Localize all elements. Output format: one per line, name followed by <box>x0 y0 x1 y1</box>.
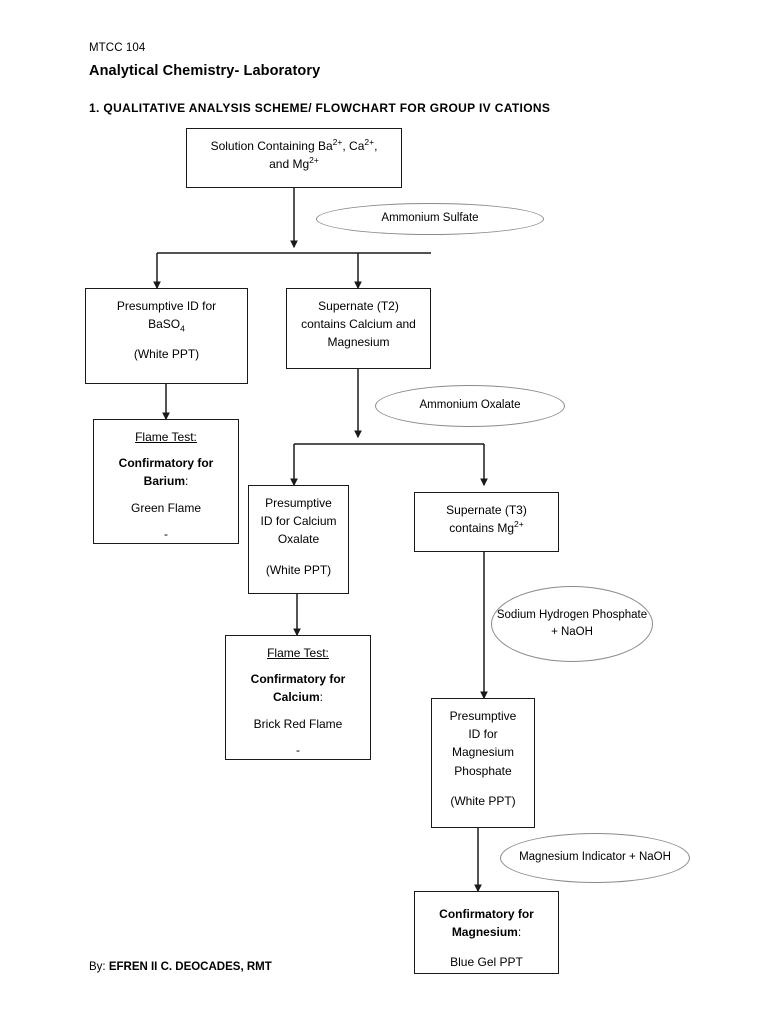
node-calcium-oxalate-line-3: Oxalate <box>277 532 320 547</box>
node-flame-calcium-dash: - <box>296 742 300 757</box>
node-baso4-line-2: BaSO4 <box>148 317 185 334</box>
node-calcium-oxalate-line-4: (White PPT) <box>265 562 332 577</box>
node-magnesium-phosphate[interactable]: Presumptive ID for Magnesium Phosphate (… <box>431 698 535 828</box>
node-flame-barium-line-3: Barium: <box>143 474 189 489</box>
node-flame-barium-result: Green Flame <box>130 500 202 515</box>
page-title: Analytical Chemistry- Laboratory <box>89 63 321 79</box>
node-flame-calcium-line-2: Confirmatory for <box>250 672 346 687</box>
reagent-magnesium-indicator-label: Magnesium Indicator + NaOH <box>519 851 671 864</box>
node-confirm-mg-line-2: Magnesium: <box>451 925 522 940</box>
section-heading: 1. QUALITATIVE ANALYSIS SCHEME/ FLOWCHAR… <box>89 101 551 115</box>
credit-prefix: By: <box>89 961 109 973</box>
credit-name: EFREN II C. DEOCADES, RMT <box>108 961 272 973</box>
node-flame-barium-label: Flame Test: <box>135 430 197 444</box>
node-t3-line-1: Supernate (T3) <box>446 503 527 517</box>
node-flame-calcium-result: Brick Red Flame <box>253 716 343 731</box>
node-baso4[interactable]: Presumptive ID for BaSO4 (White PPT) <box>85 288 248 384</box>
node-calcium-oxalate[interactable]: Presumptive ID for Calcium Oxalate (Whit… <box>248 485 349 594</box>
reagent-ammonium-sulfate[interactable]: Ammonium Sulfate <box>316 203 544 235</box>
node-baso4-line-3: (White PPT) <box>133 347 200 362</box>
reagent-magnesium-indicator[interactable]: Magnesium Indicator + NaOH <box>500 833 690 883</box>
node-confirmatory-magnesium[interactable]: Confirmatory for Magnesium: Blue Gel PPT <box>414 891 559 974</box>
node-t2-line-3: Magnesium <box>327 335 390 350</box>
node-t3-line-2: contains Mg2+ <box>449 519 524 536</box>
node-t2-line-2: contains Calcium and <box>301 317 416 332</box>
node-flame-barium-line-2: Confirmatory for <box>118 456 214 471</box>
node-confirm-mg-line-1: Confirmatory for <box>439 907 534 921</box>
reagent-ammonium-sulfate-label: Ammonium Sulfate <box>381 212 479 225</box>
node-confirm-mg-result: Blue Gel PPT <box>450 955 523 970</box>
node-mg-phosphate-line-2: ID for <box>468 727 498 742</box>
node-mg-phosphate-line-4: Phosphate <box>454 763 512 778</box>
reagent-sodium-hydrogen-phosphate[interactable]: Sodium Hydrogen Phosphate + NaOH <box>491 586 653 662</box>
node-flame-barium-dash: - <box>164 526 168 541</box>
reagent-ammonium-oxalate[interactable]: Ammonium Oxalate <box>375 385 565 427</box>
node-flame-test-barium[interactable]: Flame Test: Confirmatory for Barium: Gre… <box>93 419 239 544</box>
author-credit: By: EFREN II C. DEOCADES, RMT <box>89 961 272 973</box>
node-start-line-1: Solution Containing Ba2+, Ca2+, <box>210 137 378 153</box>
reagent-ammonium-oxalate-label: Ammonium Oxalate <box>419 399 521 412</box>
node-calcium-oxalate-line-2: ID for Calcium <box>260 514 337 529</box>
reagent-sodium-hydrogen-phosphate-label: Sodium Hydrogen Phosphate + NaOH <box>496 608 648 638</box>
node-baso4-line-1: Presumptive ID for <box>116 299 217 313</box>
node-flame-calcium-line-3: Calcium: <box>272 690 324 705</box>
node-start-solution[interactable]: Solution Containing Ba2+, Ca2+, and Mg2+ <box>186 128 402 188</box>
node-t2-line-1: Supernate (T2) <box>318 299 399 313</box>
node-flame-test-calcium[interactable]: Flame Test: Confirmatory for Calcium: Br… <box>225 635 371 760</box>
node-mg-phosphate-line-1: Presumptive <box>449 709 517 723</box>
node-calcium-oxalate-line-1: Presumptive <box>265 496 332 510</box>
node-mg-phosphate-line-3: Magnesium <box>451 745 515 760</box>
node-start-line-2: and Mg2+ <box>269 155 319 172</box>
node-supernate-t2[interactable]: Supernate (T2) contains Calcium and Magn… <box>286 288 431 369</box>
course-code: MTCC 104 <box>89 42 146 54</box>
node-mg-phosphate-line-5: (White PPT) <box>450 793 516 808</box>
node-supernate-t3[interactable]: Supernate (T3) contains Mg2+ <box>414 492 559 552</box>
node-flame-calcium-label: Flame Test: <box>267 646 329 660</box>
